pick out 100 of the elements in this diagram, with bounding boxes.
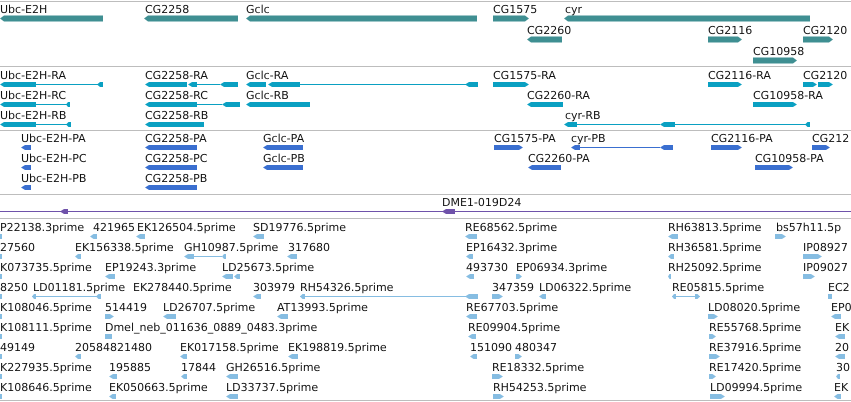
- feature-label: RE05815.5prime: [672, 281, 764, 294]
- feature-label: LD06322.5prime: [539, 281, 632, 294]
- feature-label: 8250: [0, 281, 28, 294]
- feature-label: Gclc-PB: [263, 152, 305, 165]
- feature-label: LD01181.5prime: [33, 281, 126, 294]
- feature-label: bs57h11.5p: [776, 221, 842, 234]
- feature-label: EK: [834, 381, 848, 394]
- feature-label: RE18332.5prime: [492, 361, 584, 374]
- feature-label: RE67703.5prime: [466, 301, 558, 314]
- feature-label: CG10958-PA: [755, 152, 824, 165]
- feature-label: Ubc-E2H-RB: [0, 109, 66, 122]
- feature-label: Ubc-E2H-PC: [21, 152, 87, 165]
- feature-label: RE55768.5prime: [709, 321, 802, 334]
- feature-label: 30: [836, 361, 850, 374]
- feature-label: 480347: [515, 341, 557, 354]
- feature-label: K227935.5prime: [0, 361, 92, 374]
- feature-label: GH10987.5prime: [184, 241, 278, 254]
- feature-label: 17844: [181, 361, 216, 374]
- feature-label: EK126504.5prime: [137, 221, 236, 234]
- feature-label: 49149: [0, 341, 35, 354]
- feature-label: 151090: [470, 341, 512, 354]
- feature-label: cyr-PB: [571, 132, 606, 145]
- feature-label: CG2116-RA: [708, 69, 771, 82]
- feature-label: LD09994.5prime: [710, 381, 802, 394]
- feature-label: RE37916.5prime: [709, 341, 802, 354]
- feature-label: LD33737.5prime: [226, 381, 318, 394]
- feature-label: 421965: [93, 221, 135, 234]
- feature-label: EK198819.5prime: [288, 341, 387, 354]
- feature-label: CG2120: [803, 69, 848, 82]
- feature-label: 347359: [492, 281, 534, 294]
- feature-label: K108046.5prime: [0, 301, 92, 314]
- feature-label: Gclc-PA: [263, 132, 304, 145]
- feature-label: CG2258-RA: [145, 69, 208, 82]
- feature-label: CG212: [812, 132, 850, 145]
- feature-label: EK278440.5prime: [133, 281, 232, 294]
- feature-label: P22138.3prime: [0, 221, 84, 234]
- feature-label: CG2260-RA: [527, 89, 590, 102]
- feature-label: GH26516.5prime: [226, 361, 320, 374]
- feature-label: CG2258: [145, 3, 190, 16]
- feature-label: Ubc-E2H-RA: [0, 69, 66, 82]
- feature-label: SD19776.5prime: [253, 221, 346, 234]
- feature-label: RE68562.5prime: [465, 221, 558, 234]
- feature-label: CG2258-PB: [145, 172, 208, 185]
- feature-label: CG2116: [708, 24, 752, 37]
- feature-label: Gclc: [246, 3, 270, 16]
- feature-label: RH54326.5prime: [300, 281, 394, 294]
- feature-label: EP0: [831, 301, 851, 314]
- feature-label: LD26707.5prime: [163, 301, 256, 314]
- feature-label: 195885: [109, 361, 151, 374]
- feature-label: CG2260-PA: [528, 152, 590, 165]
- feature-label: EK156338.5prime: [75, 241, 174, 254]
- feature-label: RH36581.5prime: [668, 241, 762, 254]
- feature-label: K108111.5prime: [0, 321, 92, 334]
- feature-label: EK: [835, 321, 850, 334]
- feature-label: Ubc-E2H-RC: [0, 89, 66, 102]
- feature-label: 303979: [253, 281, 295, 294]
- feature-label: IP09027: [803, 261, 848, 274]
- feature-label: AT13993.5prime: [277, 301, 368, 314]
- feature-label: LD25673.5prime: [222, 261, 314, 274]
- feature-label: RE09904.5prime: [468, 321, 560, 334]
- feature-label: DME1-019D24: [442, 196, 522, 209]
- feature-label: 20584821480: [75, 341, 152, 354]
- feature-label: Ubc-E2H-PB: [21, 172, 86, 185]
- feature-label: Gclc-RA: [246, 69, 288, 82]
- feature-label: LD08020.5prime: [708, 301, 800, 314]
- feature-label: IP08927: [803, 241, 848, 254]
- feature-label: RH63813.5prime: [668, 221, 762, 234]
- feature-label: CG2258-PC: [145, 152, 208, 165]
- feature-label: 20: [835, 341, 849, 354]
- feature-label: 317680: [288, 241, 330, 254]
- feature-label: 514419: [105, 301, 147, 314]
- feature-label: CG1575-RA: [493, 69, 556, 82]
- feature-label: CG2258-RC: [145, 89, 208, 102]
- feature-label: RH54253.5prime: [493, 381, 586, 394]
- feature-label: Gclc-RB: [246, 89, 289, 102]
- feature-label: EC2: [828, 281, 850, 294]
- feature-label: EP19243.3prime: [105, 261, 196, 274]
- feature-label: CG2120: [803, 24, 848, 37]
- feature-label: CG10958: [753, 45, 804, 58]
- feature-label: CG1575-PA: [494, 132, 556, 145]
- feature-label: CG10958-RA: [753, 89, 823, 102]
- feature-label: Ubc-E2H: [0, 3, 48, 16]
- feature-label: EK017158.5prime: [180, 341, 279, 354]
- feature-label: CG1575: [493, 3, 538, 16]
- feature-label: EK050663.5prime: [109, 381, 208, 394]
- feature-label: 27560: [0, 241, 35, 254]
- feature-label: EP16432.3prime: [466, 241, 558, 254]
- feature-label: K108646.5prime: [0, 381, 92, 394]
- feature-label: RE17420.5prime: [709, 361, 802, 374]
- feature-label: CG2258-RB: [145, 109, 208, 122]
- feature-label: EP06934.3prime: [516, 261, 608, 274]
- feature-label: K073735.5prime: [0, 261, 92, 274]
- feature-label: CG2116-PA: [711, 132, 773, 145]
- feature-label: 493730: [466, 261, 508, 274]
- feature-label: Dmel_neb_011636_0889_0483.3prime: [105, 321, 318, 334]
- feature-label: CG2260: [527, 24, 572, 37]
- feature-label: cyr-RB: [565, 109, 601, 122]
- feature-label: cyr: [565, 3, 582, 16]
- feature-label: Ubc-E2H-PA: [21, 132, 86, 145]
- feature-label: CG2258-PA: [145, 132, 207, 145]
